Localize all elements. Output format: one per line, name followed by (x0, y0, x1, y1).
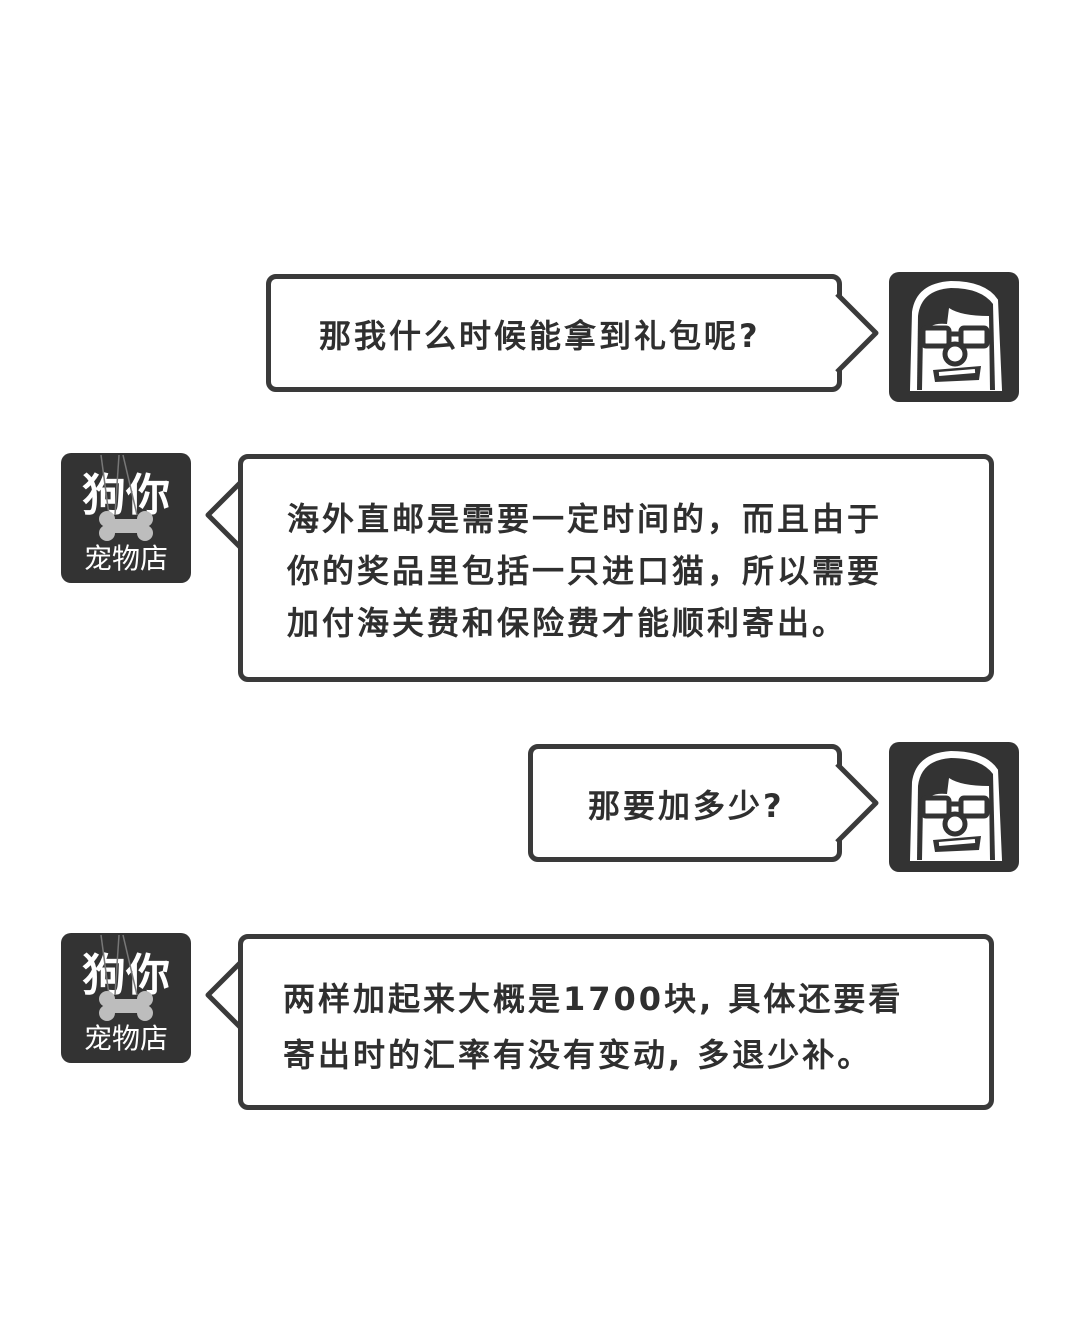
cartoon-man-icon[interactable] (889, 742, 1019, 872)
bubble-tail (835, 762, 879, 844)
message-bubble-outgoing: 那我什么时候能拿到礼包呢? (266, 274, 842, 392)
shop-logo-title: 狗你 (82, 470, 170, 521)
message-text: 加付海关费和保险费才能顺利寄出。 (287, 604, 848, 642)
shop-logo-title: 狗你 (82, 950, 170, 1001)
message-text: 海外直邮是需要一定时间的，而且由于 (287, 500, 883, 538)
message-text: 你的奖品里包括一只进口猫，所以需要 (287, 552, 883, 590)
message-text: 寄出时的汇率有没有变动, 多退少补。 (283, 1036, 873, 1074)
message-text: 两样加起来大概是1700块, 具体还要看 (283, 980, 904, 1018)
bone-icon (99, 934, 153, 1021)
message-text: 那要加多少? (588, 787, 785, 825)
shop-logo[interactable]: 狗你 宠物店 (61, 453, 191, 583)
bubble-tail (205, 954, 249, 1036)
bone-icon (99, 454, 153, 541)
cartoon-man-icon[interactable] (889, 272, 1019, 402)
shop-logo[interactable]: 狗你 宠物店 (61, 933, 191, 1063)
shop-logo-subtitle: 宠物店 (83, 1022, 168, 1055)
message-bubble-incoming: 两样加起来大概是1700块, 具体还要看 寄出时的汇率有没有变动, 多退少补。 (238, 934, 994, 1110)
message-bubble-incoming: 海外直邮是需要一定时间的，而且由于 你的奖品里包括一只进口猫，所以需要 加付海关… (238, 454, 994, 682)
message-text: 那我什么时候能拿到礼包呢? (319, 317, 761, 355)
bubble-tail (205, 474, 249, 556)
bubble-tail (835, 292, 879, 374)
shop-logo-subtitle: 宠物店 (83, 542, 168, 575)
message-bubble-outgoing: 那要加多少? (528, 744, 842, 862)
